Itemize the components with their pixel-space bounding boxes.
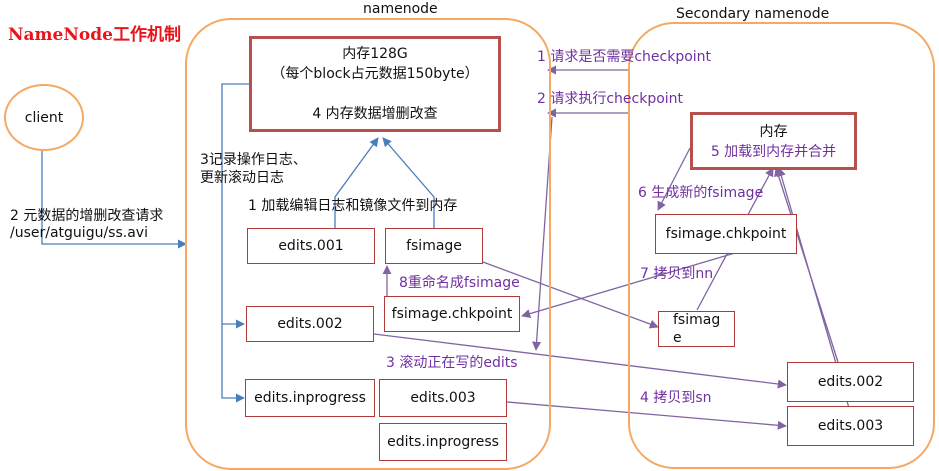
- copy-edits002-arrow: [373, 333, 787, 389]
- diagram-title: NameNode工作机制: [8, 25, 181, 45]
- namenode-memory-box: 内存128G （每个block占元数据150byte） 4 内存数据增删改查: [249, 36, 501, 132]
- client-request-arrow: [41, 151, 187, 249]
- nn-edits-inprogress-left: edits.inprogress: [245, 379, 375, 417]
- record-log-label-1: 3记录操作日志、: [200, 152, 307, 168]
- secondary-namenode-header: Secondary namenode: [676, 6, 830, 22]
- load-edits-label: 1 加载编辑日志和镜像文件到内存: [248, 198, 458, 214]
- copy-to-nn-label: 7 拷贝到nn: [640, 266, 714, 282]
- client-request-path: /user/atguigu/ss.avi: [10, 225, 148, 241]
- namenode-container: [185, 18, 551, 470]
- copy-to-sn-label: 4 拷贝到sn: [640, 390, 712, 406]
- load-edits-arrow: [334, 137, 379, 228]
- secondary-memory-box: 内存 5 加载到内存并合并: [690, 112, 857, 170]
- secondary-memory-label: 内存: [759, 124, 788, 140]
- exec-checkpoint-label: 2 请求执行checkpoint: [537, 91, 684, 107]
- sn-fsimage-chkpoint: fsimage.chkpoint: [655, 214, 797, 254]
- memory-crud-label: 4 内存数据增删改查: [312, 106, 438, 122]
- secondary-namenode-container: [628, 22, 935, 469]
- load-fsimage-arrow: [382, 137, 435, 228]
- nn-edits-inprogress-bottom: edits.inprogress: [379, 423, 507, 461]
- sn-fsimage-line2: e: [673, 330, 682, 346]
- record-log-branch: [221, 324, 245, 403]
- gen-fsimage-label: 6 生成新的fsimage: [638, 185, 764, 201]
- roll-edits-label: 3 滚动正在写的edits: [386, 355, 518, 371]
- client-label: client: [24, 109, 64, 126]
- sn-edits-003: edits.003: [787, 406, 914, 446]
- namenode-header: namenode: [363, 1, 438, 17]
- nn-fsimage: fsimage: [385, 228, 483, 264]
- memory-size-label: 内存128G: [342, 46, 408, 62]
- record-log-label-2: 更新滚动日志: [200, 170, 284, 186]
- sn-fsimage-line1: fsimag: [673, 312, 721, 328]
- nn-fsimage-chkpoint: fsimage.chkpoint: [384, 296, 520, 332]
- rename-label: 8重命名成fsimage: [399, 275, 520, 291]
- copy-edits003-arrow: [506, 401, 787, 430]
- merge-label: 5 加载到内存并合并: [710, 144, 837, 160]
- sn-edits-002: edits.002: [787, 362, 914, 402]
- gen-fsimage-arrow: [657, 147, 691, 211]
- nn-edits-001: edits.001: [247, 228, 375, 264]
- sn-fsimage: fsimag e: [658, 311, 735, 347]
- client-request-label: 2 元数据的增删改查请求: [10, 208, 164, 224]
- nn-edits-002: edits.002: [246, 306, 374, 342]
- memory-note-label: （每个block占元数据150byte）: [271, 66, 479, 82]
- record-log-line: [221, 83, 249, 329]
- ask-checkpoint-label: 1 请求是否需要checkpoint: [537, 49, 712, 65]
- nn-edits-003: edits.003: [379, 379, 507, 417]
- client-node: client: [4, 84, 84, 151]
